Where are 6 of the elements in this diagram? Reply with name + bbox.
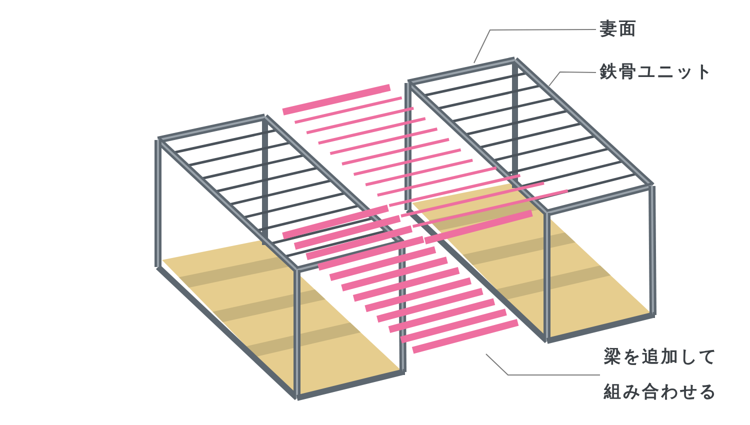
- callout-label: 妻面: [600, 18, 639, 41]
- callout-label: 梁を追加して組み合わせる: [604, 346, 719, 404]
- leader-line: [486, 354, 600, 376]
- leader-line: [474, 29, 596, 64]
- leader-line: [548, 72, 596, 86]
- callout-label: 鉄骨ユニット: [600, 61, 715, 84]
